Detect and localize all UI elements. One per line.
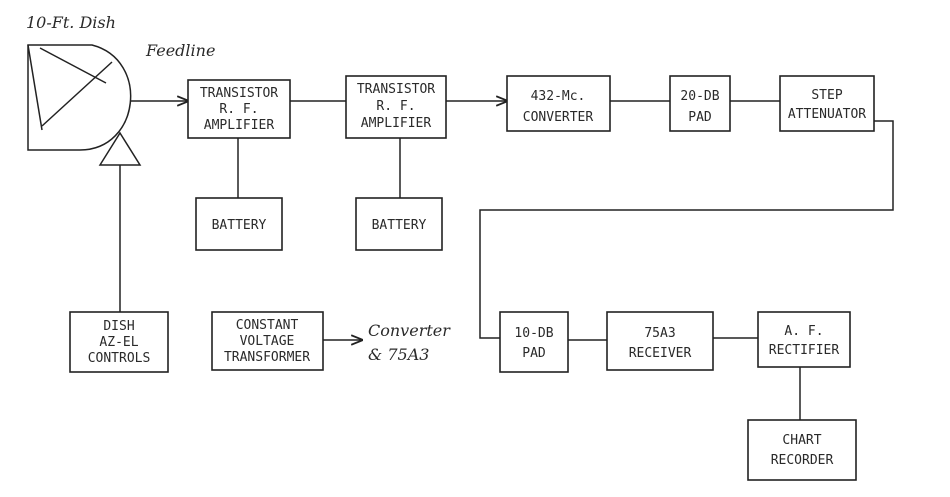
wire-attenuator-pad10 — [479, 120, 894, 339]
feedline-label: Feedline — [145, 41, 215, 60]
converter-note-line1: Converter — [368, 321, 451, 340]
svg-text:CONTROLS: CONTROLS — [88, 351, 151, 366]
svg-text:75A3: 75A3 — [644, 326, 675, 341]
pad-20db-block: 20-DB PAD — [669, 75, 731, 132]
svg-text:AMPLIFIER: AMPLIFIER — [361, 116, 432, 131]
svg-text:A. F.: A. F. — [784, 324, 823, 339]
svg-text:AMPLIFIER: AMPLIFIER — [204, 118, 275, 133]
af-rectifier-block: A. F. RECTIFIER — [757, 311, 851, 368]
svg-text:RECORDER: RECORDER — [771, 453, 834, 468]
svg-text:TRANSISTOR: TRANSISTOR — [200, 86, 278, 101]
svg-text:BATTERY: BATTERY — [212, 218, 267, 233]
svg-text:PAD: PAD — [688, 110, 712, 125]
svg-text:STEP: STEP — [811, 88, 842, 103]
svg-text:PAD: PAD — [522, 346, 546, 361]
svg-text:R. F.: R. F. — [376, 99, 415, 114]
svg-text:ATTENUATOR: ATTENUATOR — [788, 107, 866, 122]
svg-text:10-DB: 10-DB — [514, 326, 553, 341]
battery-1-block: BATTERY — [195, 197, 283, 251]
svg-text:CHART: CHART — [782, 433, 821, 448]
svg-text:TRANSISTOR: TRANSISTOR — [357, 82, 435, 97]
svg-text:20-DB: 20-DB — [680, 89, 719, 104]
converter-block: 432-Mc. CONVERTER — [506, 75, 611, 132]
battery-2-block: BATTERY — [355, 197, 443, 251]
svg-text:R. F.: R. F. — [219, 102, 258, 117]
svg-text:AZ-EL: AZ-EL — [99, 335, 138, 350]
signal-wires — [130, 101, 894, 420]
constant-voltage-transformer-block: CONSTANT VOLTAGE TRANSFORMER — [211, 311, 324, 371]
dish-label: 10-Ft. Dish — [26, 13, 116, 32]
rf-amplifier-2-block: TRANSISTOR R. F. AMPLIFIER — [345, 75, 447, 139]
pad-10db-block: 10-DB PAD — [499, 311, 569, 373]
step-attenuator-block: STEP ATTENUATOR — [779, 75, 875, 132]
svg-text:DISH: DISH — [103, 319, 134, 334]
svg-text:432-Mc.: 432-Mc. — [531, 89, 586, 104]
dish-antenna-icon — [27, 44, 142, 312]
svg-text:BATTERY: BATTERY — [372, 218, 427, 233]
receiver-block: 75A3 RECEIVER — [606, 311, 714, 371]
svg-text:CONSTANT: CONSTANT — [236, 318, 299, 333]
converter-note-line2: & 75A3 — [368, 345, 429, 364]
svg-text:TRANSFORMER: TRANSFORMER — [224, 350, 310, 365]
dish-controls-block: DISH AZ-EL CONTROLS — [69, 311, 169, 373]
svg-text:RECTIFIER: RECTIFIER — [769, 343, 840, 358]
svg-text:VOLTAGE: VOLTAGE — [240, 334, 295, 349]
rf-amplifier-1-block: TRANSISTOR R. F. AMPLIFIER — [187, 79, 291, 139]
svg-text:RECEIVER: RECEIVER — [629, 346, 692, 361]
svg-text:CONVERTER: CONVERTER — [523, 110, 594, 125]
chart-recorder-block: CHART RECORDER — [747, 419, 857, 481]
